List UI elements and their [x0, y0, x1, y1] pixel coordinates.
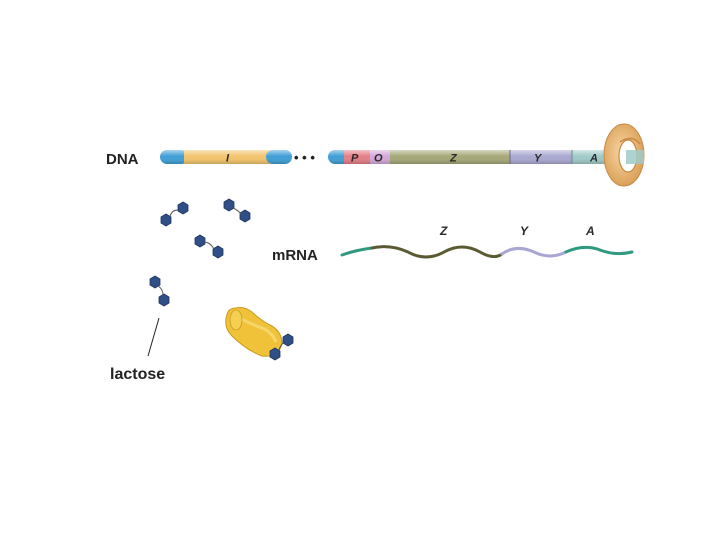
- dna-gap-ellipsis: • • •: [294, 150, 315, 165]
- dna-segment-right: P O Z Y A: [328, 150, 644, 165]
- lactose-label: lactose: [110, 366, 165, 383]
- mrna-strand: [340, 245, 634, 259]
- mrna-y-label: Y: [520, 224, 529, 238]
- p-region-label: P: [351, 153, 359, 165]
- mrna-z-label: Z: [439, 224, 448, 238]
- mrna-leader: [340, 246, 374, 257]
- lactose-pointer-line: [147, 317, 160, 357]
- i-gene-label: I: [226, 153, 230, 165]
- a-gene-label: A: [589, 153, 598, 165]
- mrna-a-label: A: [585, 224, 595, 238]
- mrna-z-segment: [370, 245, 504, 259]
- z-gene-label: Z: [449, 153, 458, 165]
- dna-label: DNA: [106, 151, 139, 168]
- rna-polymerase: [603, 123, 645, 187]
- mrna-a-segment: [564, 245, 634, 256]
- dna-segment-left: I: [160, 150, 292, 165]
- bound-lactose: [269, 333, 294, 361]
- repressor-protein: [225, 307, 283, 357]
- y-gene-label: Y: [534, 153, 543, 165]
- lactose-molecule: [160, 201, 189, 227]
- lactose-molecules: [149, 198, 251, 307]
- mrna-y-segment: [500, 247, 568, 258]
- lactose-molecule: [194, 234, 224, 259]
- lactose-molecule: [223, 198, 251, 223]
- mrna-label: mRNA: [272, 247, 318, 264]
- lactose-molecule: [149, 275, 170, 307]
- o-region-label: O: [374, 153, 383, 165]
